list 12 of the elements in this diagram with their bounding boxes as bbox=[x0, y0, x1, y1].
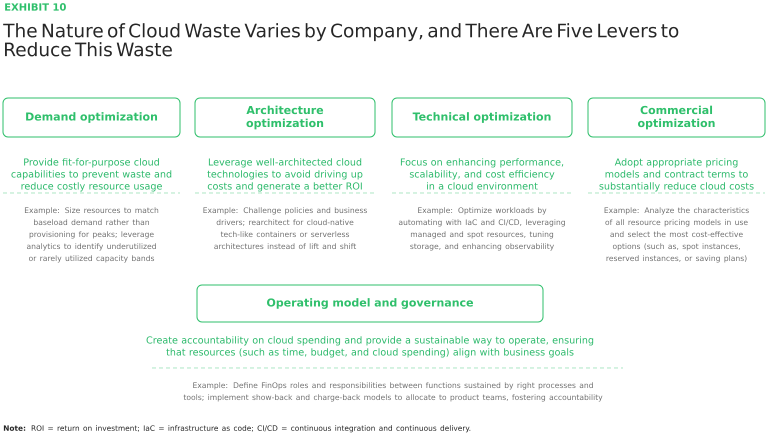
description-text: Create accountability on cloud spending and provide a sustainable way to operate, ensuring that resources (such as time, budget, and cloud spending) align with business goals bbox=[146, 336, 594, 358]
description-text: Leverage well-architected cloud technologies to avoid driving up costs and generate a better ROI bbox=[207, 158, 362, 192]
description-text: Focus on enhancing performance, scalability, and cost efficiency in a cloud environment bbox=[400, 158, 564, 190]
title: The Nature of Cloud Waste Varies by Company, and There Are Five Levers to Reduce This Waste bbox=[3, 23, 678, 56]
lever-box: Operating model and governance bbox=[196, 284, 544, 322]
description-text: Provide fit-for-purpose cloud capabilities to prevent waste and reduce costly resource usage bbox=[11, 158, 172, 192]
lever-box: Technical optimization bbox=[392, 98, 572, 138]
description-text: Adopt appropriate pricing models and contract terms to substantially reduce cloud costs bbox=[599, 158, 754, 192]
exhibit-label: EXHIBIT 10 bbox=[5, 3, 66, 11]
lever-box: Commercial optimization bbox=[588, 98, 766, 138]
lever-box: Demand optimization bbox=[2, 98, 180, 138]
lever-box: Architecture optimization bbox=[194, 98, 376, 138]
